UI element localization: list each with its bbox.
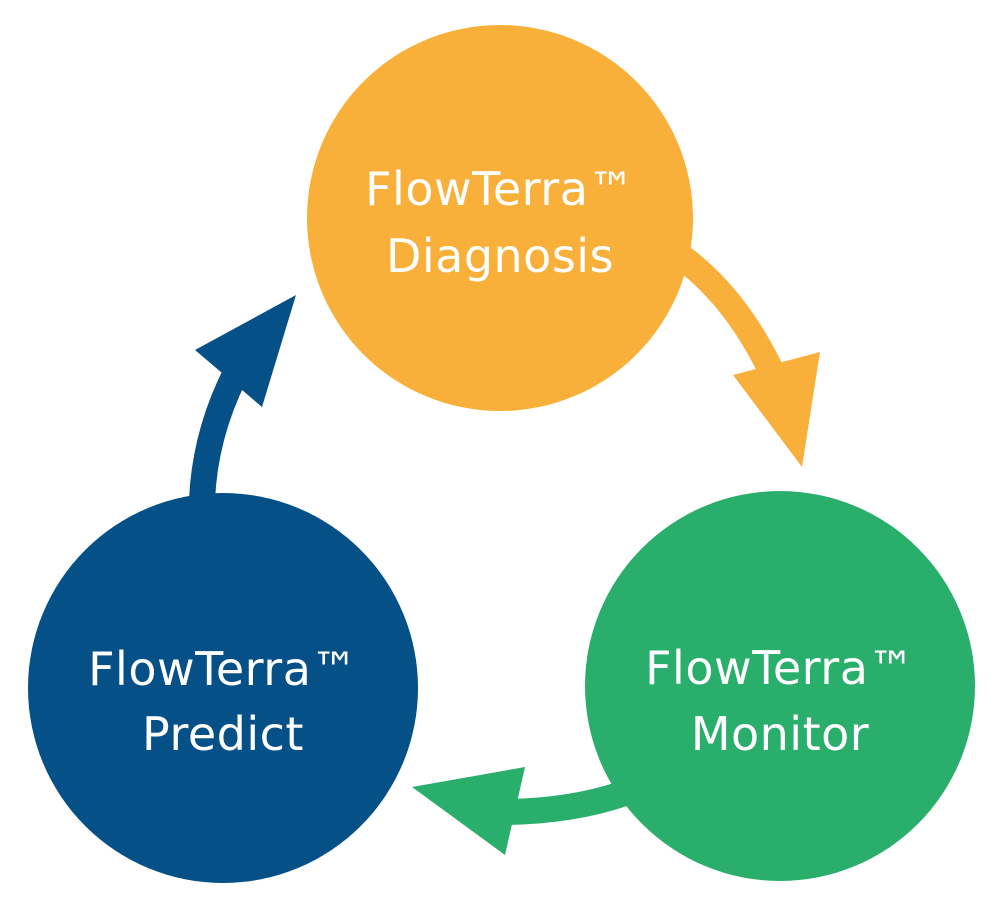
node-label-line1: FlowTerra™ bbox=[88, 642, 358, 696]
arrow-shaft bbox=[189, 358, 252, 501]
node-monitor: FlowTerra™ Monitor bbox=[585, 491, 975, 881]
node-circle bbox=[28, 493, 418, 883]
node-label-line2: Diagnosis bbox=[386, 229, 614, 283]
node-predict: FlowTerra™ Predict bbox=[28, 493, 418, 883]
node-label-line1: FlowTerra™ bbox=[645, 641, 915, 695]
node-circle bbox=[585, 491, 975, 881]
node-circle bbox=[307, 25, 693, 411]
arrow-shaft bbox=[499, 780, 630, 825]
arrow-predict-to-diagnosis bbox=[189, 295, 296, 501]
arrow-diagnosis-to-monitor bbox=[675, 247, 820, 467]
arrow-monitor-to-predict bbox=[412, 767, 630, 855]
node-label-line2: Predict bbox=[142, 707, 304, 761]
node-label-line2: Monitor bbox=[691, 707, 869, 761]
arrow-head bbox=[195, 295, 296, 407]
arrow-head bbox=[733, 352, 820, 467]
node-label-line1: FlowTerra™ bbox=[365, 162, 635, 216]
node-diagnosis: FlowTerra™ Diagnosis bbox=[307, 25, 693, 411]
arrow-head bbox=[412, 767, 525, 855]
